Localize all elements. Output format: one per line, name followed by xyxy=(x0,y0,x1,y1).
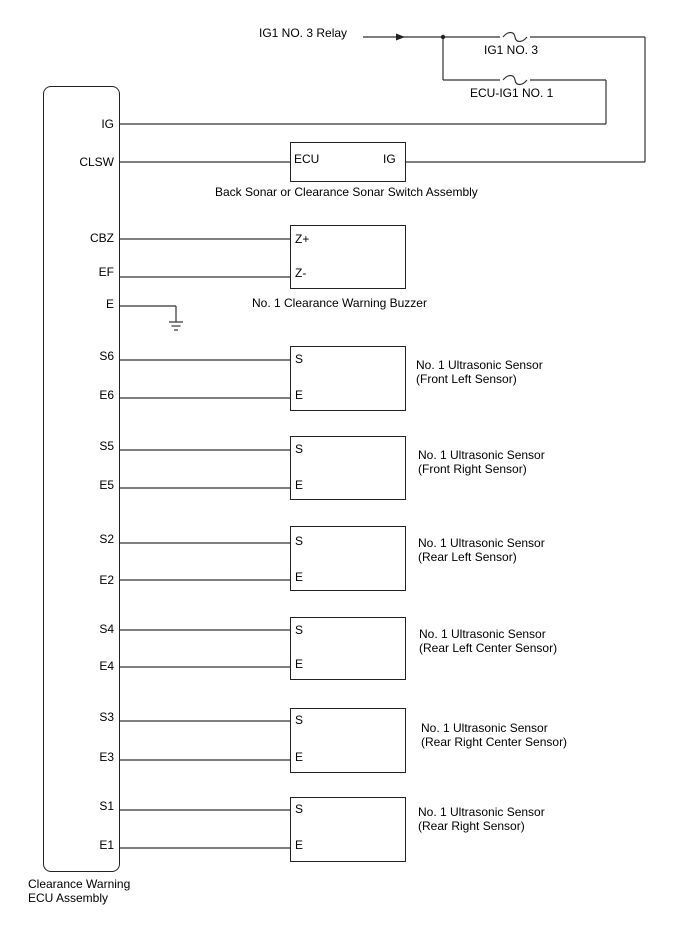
sensor-term-e: E xyxy=(295,750,304,764)
sensor-name: No. 1 Ultrasonic Sensor xyxy=(416,358,543,372)
sensor-box-front-right xyxy=(290,436,406,500)
sensor-term-e: E xyxy=(295,388,304,402)
pin-s6: S6 xyxy=(99,349,114,363)
sensor-term-s: S xyxy=(295,442,304,456)
sensor-term-e: E xyxy=(295,478,304,492)
pin-s5: S5 xyxy=(99,439,114,453)
pin-cbz: CBZ xyxy=(90,231,114,245)
sensor-label-rear-left: No. 1 Ultrasonic Sensor (Rear Left Senso… xyxy=(418,536,545,564)
sensor-position: (Rear Left Center Sensor) xyxy=(419,641,558,655)
sensor-position: (Rear Right Sensor) xyxy=(418,819,525,833)
sensor-position: (Front Right Sensor) xyxy=(418,462,527,476)
switch-assembly-box xyxy=(290,142,406,182)
sensor-box-rear-left-center xyxy=(290,617,406,680)
pin-s1: S1 xyxy=(99,799,114,813)
junction-dot xyxy=(440,34,446,40)
sensor-label-rear-right: No. 1 Ultrasonic Sensor (Rear Right Sens… xyxy=(418,805,545,833)
sensor-label-rear-left-center: No. 1 Ultrasonic Sensor (Rear Left Cente… xyxy=(419,627,557,655)
sensor-box-rear-right-center xyxy=(290,708,406,773)
pin-e1: E1 xyxy=(99,838,114,852)
switch-term-ig: IG xyxy=(383,152,396,166)
relay-arrow-icon xyxy=(396,33,405,41)
buzzer-term-zplus: Z+ xyxy=(295,232,310,246)
pin-s2: S2 xyxy=(99,532,114,546)
sensor-name: No. 1 Ultrasonic Sensor xyxy=(418,805,545,819)
sensor-position: (Rear Right Center Sensor) xyxy=(421,735,568,749)
pin-s4: S4 xyxy=(99,622,114,636)
sensor-name: No. 1 Ultrasonic Sensor xyxy=(418,536,545,550)
sensor-term-e: E xyxy=(295,570,304,584)
fuse-ecuig-label: ECU-IG1 NO. 1 xyxy=(470,86,554,100)
pin-e6: E6 xyxy=(99,388,114,402)
sensor-term-s: S xyxy=(295,802,304,816)
sensor-box-rear-left xyxy=(290,526,406,591)
sensor-box-front-left xyxy=(290,346,406,411)
sensor-label-rear-right-center: No. 1 Ultrasonic Sensor (Rear Right Cent… xyxy=(421,721,567,749)
pin-e4: E4 xyxy=(99,659,114,673)
pin-e5: E5 xyxy=(99,478,114,492)
pin-ig: IG xyxy=(101,117,114,131)
sensor-name: No. 1 Ultrasonic Sensor xyxy=(419,627,546,641)
sensor-term-s: S xyxy=(295,623,304,637)
buzzer-label: No. 1 Clearance Warning Buzzer xyxy=(252,296,427,310)
sensor-position: (Rear Left Sensor) xyxy=(418,550,517,564)
sensor-box-rear-right xyxy=(290,797,406,862)
ecu-label-line1: Clearance Warning xyxy=(28,877,131,891)
ecu-assembly-label: Clearance Warning ECU Assembly xyxy=(28,877,130,905)
sensor-label-front-left: No. 1 Ultrasonic Sensor (Front Left Sens… xyxy=(416,358,543,386)
pin-e: E xyxy=(105,297,114,311)
pin-ef: EF xyxy=(98,265,114,279)
pin-clsw: CLSW xyxy=(79,155,114,169)
relay-label: IG1 NO. 3 Relay xyxy=(259,26,348,40)
switch-term-ecu: ECU xyxy=(294,152,320,166)
ecu-label-line2: ECU Assembly xyxy=(28,891,109,905)
pin-e3: E3 xyxy=(99,750,114,764)
sensor-term-s: S xyxy=(295,713,304,727)
sensor-term-s: S xyxy=(295,352,304,366)
pin-e2: E2 xyxy=(99,573,114,587)
ecu-assembly-box xyxy=(43,86,120,872)
buzzer-term-zminus: Z- xyxy=(295,266,307,280)
sensor-name: No. 1 Ultrasonic Sensor xyxy=(421,721,548,735)
buzzer-box xyxy=(290,225,406,289)
sensor-term-e: E xyxy=(295,657,304,671)
sensor-term-s: S xyxy=(295,534,304,548)
fuse-ig1-symbol xyxy=(502,31,528,43)
switch-assembly-label: Back Sonar or Clearance Sonar Switch Ass… xyxy=(215,185,478,199)
fuse-ecuig-symbol xyxy=(502,74,528,86)
fuse-ig1-label: IG1 NO. 3 xyxy=(484,43,539,57)
pin-s3: S3 xyxy=(99,710,114,724)
sensor-position: (Front Left Sensor) xyxy=(416,372,517,386)
sensor-term-e: E xyxy=(295,838,304,852)
sensor-name: No. 1 Ultrasonic Sensor xyxy=(418,448,545,462)
sensor-label-front-right: No. 1 Ultrasonic Sensor (Front Right Sen… xyxy=(418,448,545,476)
